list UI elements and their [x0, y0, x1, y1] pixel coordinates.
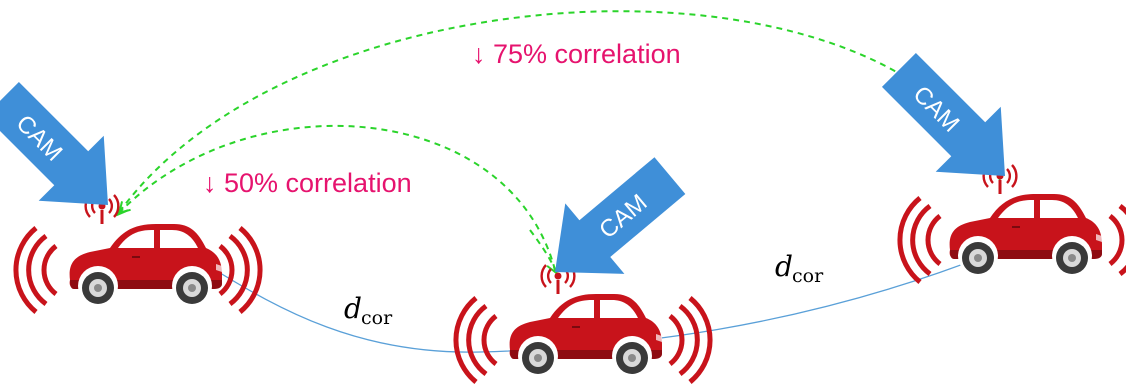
- car-icon: [69, 224, 222, 306]
- dashed-arrow-50-left: [117, 124, 556, 271]
- correlation-50-label: ↓ 50% correlation: [203, 168, 412, 198]
- wave-icon: [456, 298, 496, 382]
- dcor-symbol: d: [344, 292, 362, 325]
- cam-arrow-right: CAM: [866, 37, 1038, 209]
- car-middle: [456, 263, 710, 382]
- dashed-arrow-50-right: [529, 229, 560, 275]
- dcor-subscript: cor: [361, 307, 393, 329]
- car-right: [900, 163, 1126, 282]
- correlation-75-label: ↓ 75% correlation: [472, 39, 681, 69]
- dcor-symbol: d: [775, 250, 793, 283]
- wave-icon: [670, 298, 710, 382]
- dcor-label-left: d cor: [344, 292, 393, 329]
- car-icon: [949, 194, 1102, 276]
- dcor-label-right: d cor: [775, 250, 824, 287]
- wave-icon: [900, 198, 940, 282]
- wave-icon: [1110, 198, 1126, 282]
- wave-icon: [220, 228, 260, 312]
- car-left: [16, 193, 260, 312]
- dcor-subscript: cor: [792, 265, 824, 287]
- car-icon: [509, 294, 662, 376]
- wave-icon: [16, 228, 56, 312]
